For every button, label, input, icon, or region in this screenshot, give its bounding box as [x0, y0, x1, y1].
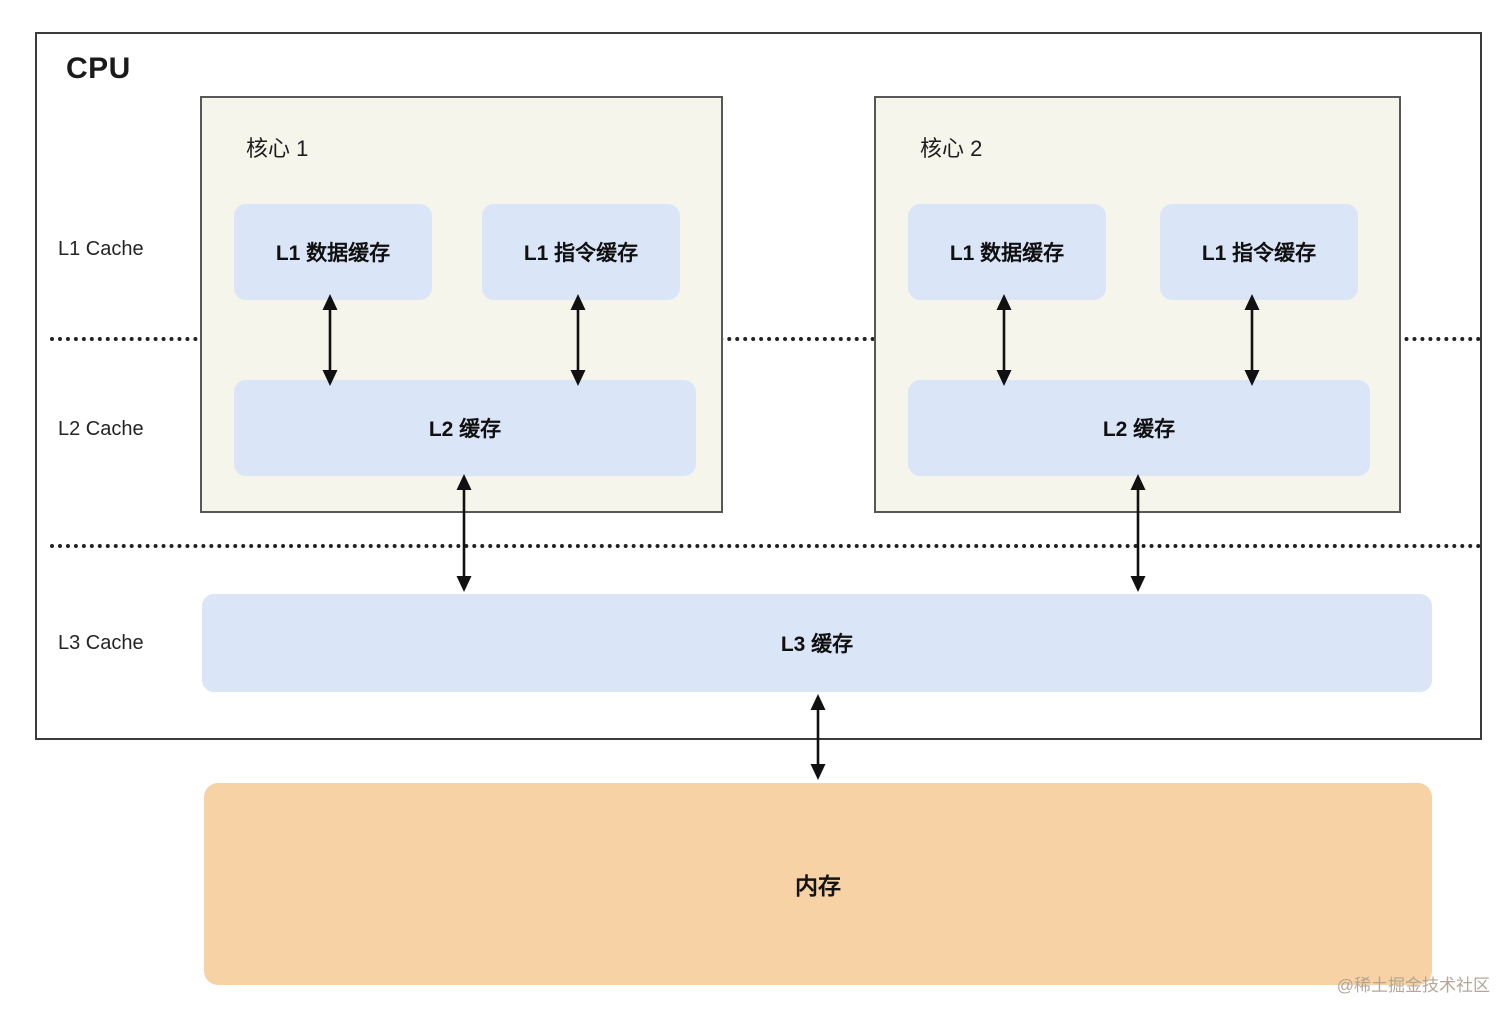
- level-label-l2: L2 Cache: [58, 418, 144, 440]
- arrow-core1-l1instr-l2: [566, 294, 590, 386]
- l3-cache-block: L3 缓存: [202, 594, 1432, 692]
- core-1-container: 核心 1 L1 数据缓存 L1 指令缓存 L2 缓存: [200, 96, 723, 513]
- core-1-l1-instruction-cache: L1 指令缓存: [482, 204, 680, 300]
- arrow-core2-l2-l3: [1126, 474, 1150, 592]
- core-2-container: 核心 2 L1 数据缓存 L1 指令缓存 L2 缓存: [874, 96, 1401, 513]
- cpu-title: CPU: [66, 52, 131, 85]
- core-2-l2-cache: L2 缓存: [908, 380, 1370, 476]
- core-2-title: 核心 2: [920, 136, 983, 161]
- level-label-l3: L3 Cache: [58, 632, 144, 654]
- arrow-core2-l1data-l2: [992, 294, 1016, 386]
- arrow-l3-memory: [806, 694, 830, 780]
- level-label-l1: L1 Cache: [58, 238, 144, 260]
- core-2-l1-data-cache: L1 数据缓存: [908, 204, 1106, 300]
- arrow-core1-l2-l3: [452, 474, 476, 592]
- arrow-core2-l1instr-l2: [1240, 294, 1264, 386]
- core-1-title: 核心 1: [246, 136, 309, 161]
- core-2-l1-instruction-cache: L1 指令缓存: [1160, 204, 1358, 300]
- separator-l2-l3: [50, 544, 1482, 548]
- separator-l1-l2: [50, 337, 1482, 341]
- arrow-core1-l1data-l2: [318, 294, 342, 386]
- core-1-l1-data-cache: L1 数据缓存: [234, 204, 432, 300]
- core-1-l2-cache: L2 缓存: [234, 380, 696, 476]
- memory-block: 内存: [204, 783, 1432, 985]
